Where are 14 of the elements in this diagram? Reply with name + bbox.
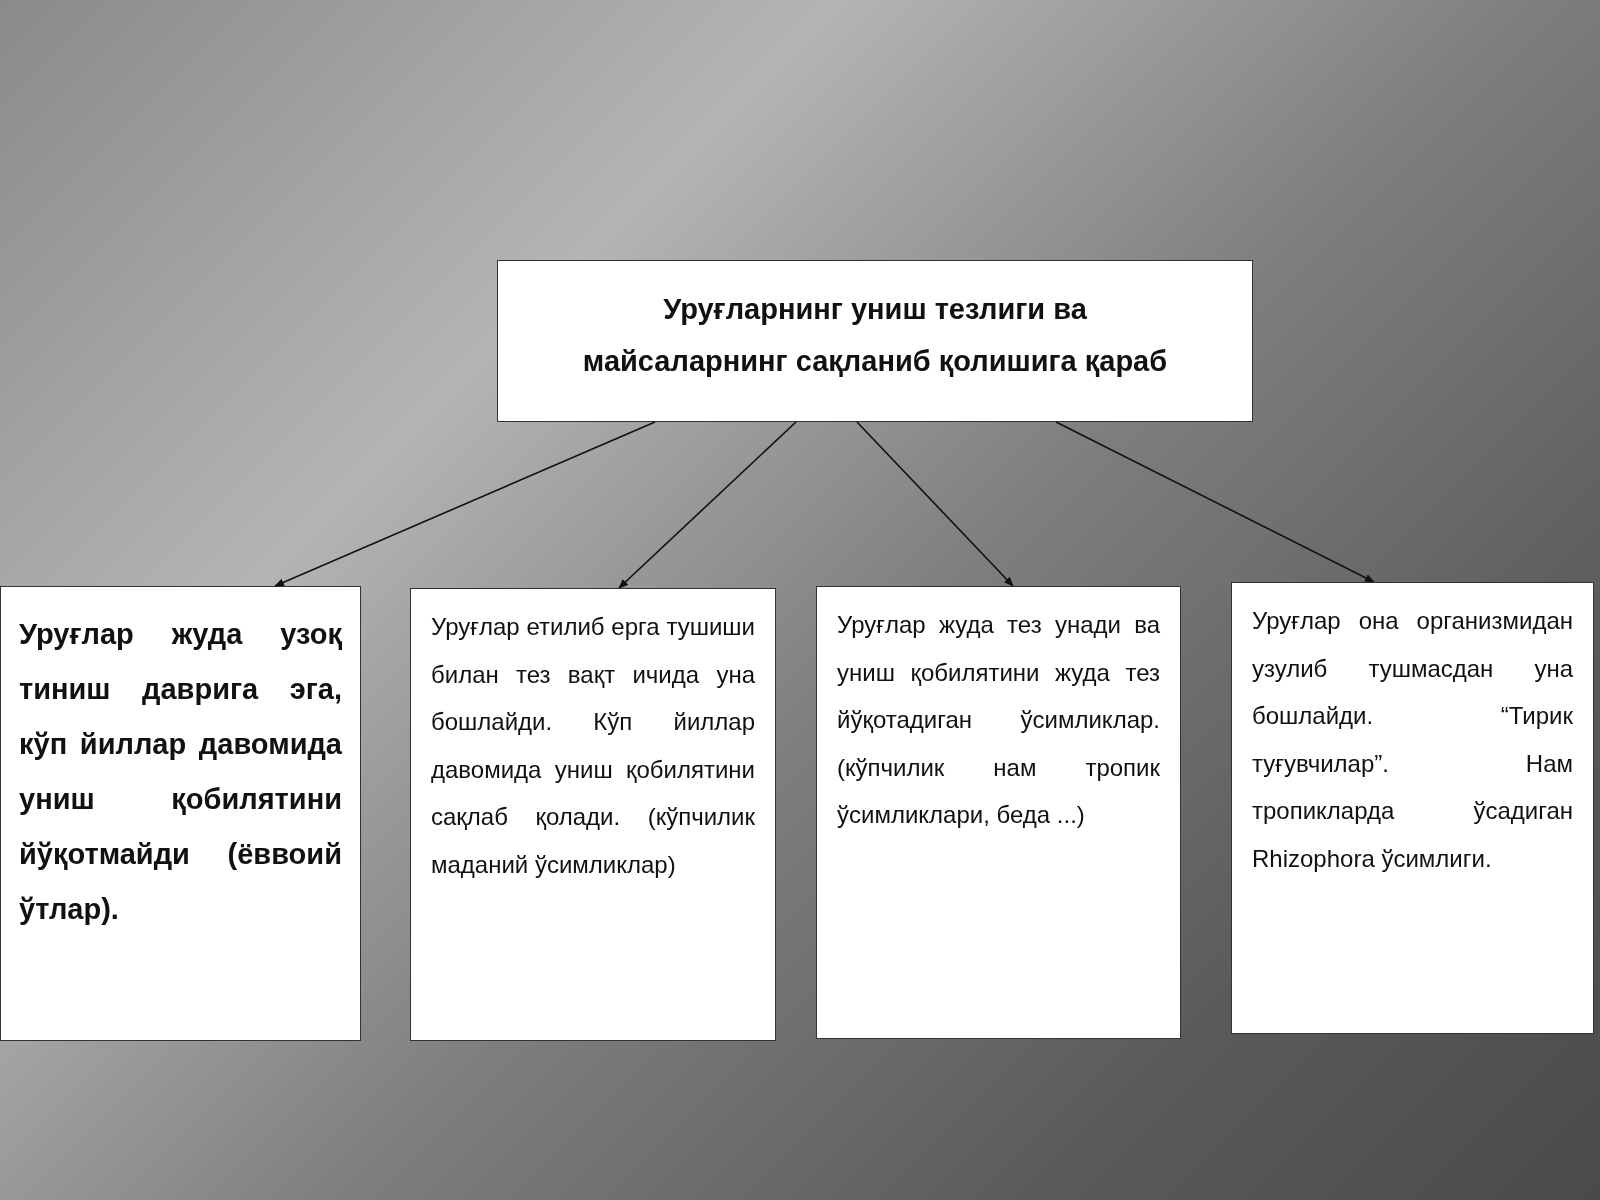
- description-text: Уруғлар жуда тез унади ва униш қобилятини жуда тез йўқотадиган ўсимликлар. (кўпчилик нам тропик ўсимликлари, беда ...): [837, 610, 1160, 830]
- text-box: [816, 586, 1181, 1039]
- description-text: Уруғлар етилиб ерга тушиши билан тез вақт ичида уна бошлайди. Кўп йиллар давомида униш қобилятини сақлаб қолади. (кўпчилик маданий ўсимликлар): [431, 612, 755, 880]
- heading-text: Уруғларнинг униш тезлиги ва майсаларнинг сақланиб қолишига қараб: [581, 292, 1169, 379]
- text-box: [1231, 582, 1594, 1034]
- arrow: [618, 421, 797, 589]
- arrow: [1055, 421, 1375, 583]
- heading-box: [497, 260, 1253, 422]
- text-box: [410, 588, 776, 1041]
- arrow: [856, 421, 1014, 587]
- description-text: Уруғлар она организмидан узулиб тушмасдан уна бошлайди. “Тирик туғувчилар”. Нам тропикларда ўсадиган Rhizophora ўсимлиги.: [1252, 606, 1573, 874]
- arrow: [274, 421, 656, 587]
- description-text: Уруғлар жуда узоқ тиниш даврига эга, кўп йиллар давомида униш қобилятини йўқотмайди (ёввоий ўтлар).: [19, 617, 342, 927]
- text-box: [0, 586, 361, 1041]
